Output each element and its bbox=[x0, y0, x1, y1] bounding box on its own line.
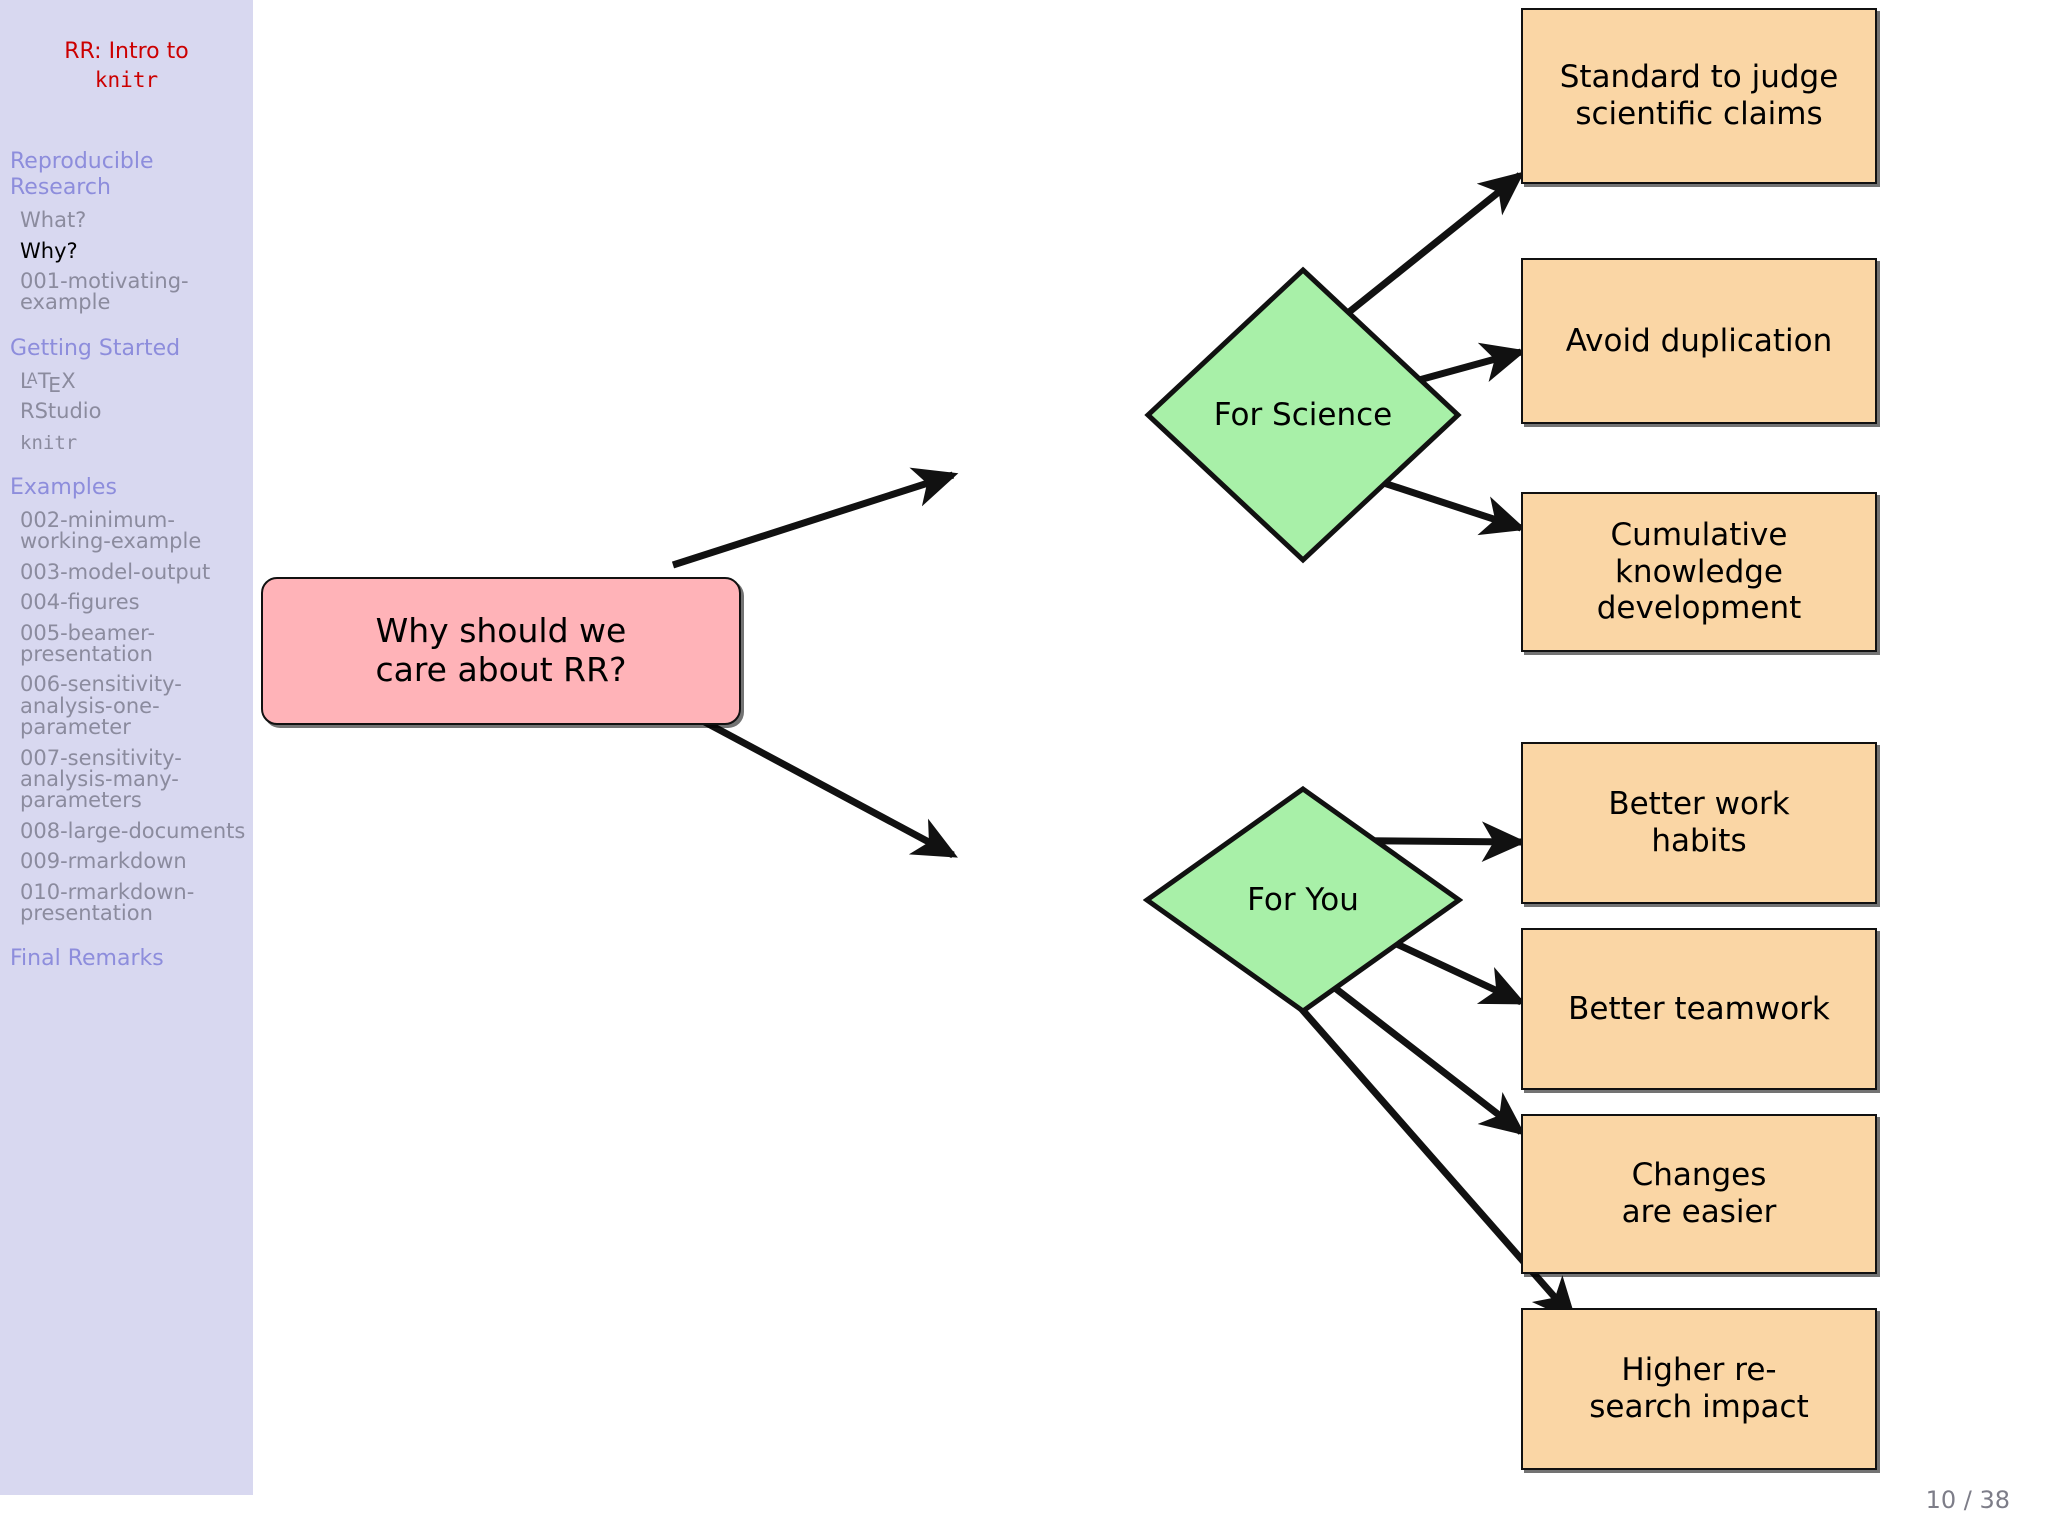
presentation-title-line1: RR: Intro to bbox=[64, 39, 189, 64]
node-changes-are-easier[interactable]: Changes are easier bbox=[1521, 1114, 1877, 1274]
node-for-science[interactable]: For Science bbox=[1143, 265, 1463, 565]
node-higher-research-impact[interactable]: Higher re- search impact bbox=[1521, 1308, 1877, 1470]
slide-canvas: Why should we care about RR? For Science… bbox=[253, 0, 2048, 1536]
presentation-title-knitr: knitr bbox=[94, 68, 159, 93]
node-avoid-duplication[interactable]: Avoid duplication bbox=[1521, 258, 1877, 424]
sidebar-item-knitr-label: knitr bbox=[20, 431, 78, 454]
sidebar-item-010-rmarkdown-presentation[interactable]: 010-rmarkdown-presentation bbox=[20, 879, 195, 926]
page-number: 10 / 38 bbox=[1925, 1486, 2010, 1514]
node-standard-to-judge-scientific-claims[interactable]: Standard to judge scientific claims bbox=[1521, 8, 1877, 184]
sidebar-item-006-sensitivity-analysis-one-parameter[interactable]: 006-sensitivity-analysis-one-parameter bbox=[20, 672, 182, 740]
sidebar: RR: Intro to knitr Reproducible Research… bbox=[0, 0, 253, 1495]
sidebar-item-what[interactable]: What? bbox=[20, 208, 87, 233]
node-better-work-habits[interactable]: Better work habits bbox=[1521, 742, 1877, 904]
sidebar-item-003-model-output[interactable]: 003-model-output bbox=[20, 559, 211, 584]
latex-logo-icon: LATEX bbox=[20, 368, 76, 397]
diamond-shape-for-science bbox=[1144, 266, 1462, 564]
sidebar-item-latex[interactable]: LATEX bbox=[0, 368, 253, 397]
node-for-science-label: For Science bbox=[1213, 396, 1393, 433]
sidebar-section-examples[interactable]: Examples bbox=[10, 475, 117, 500]
node-avoid-duplication-label: Avoid duplication bbox=[1565, 322, 1833, 359]
node-better-work-habits-label: Better work habits bbox=[1608, 786, 1790, 859]
node-higher-research-impact-label: Higher re- search impact bbox=[1589, 1352, 1809, 1425]
sidebar-item-001-motivating-example[interactable]: 001-motivating-example bbox=[20, 269, 189, 315]
sidebar-item-002-minimum-working-example[interactable]: 002-minimum-working-example bbox=[20, 507, 202, 554]
node-for-you[interactable]: For You bbox=[1143, 785, 1463, 1015]
node-better-teamwork-label: Better teamwork bbox=[1568, 990, 1830, 1027]
node-better-teamwork[interactable]: Better teamwork bbox=[1521, 928, 1877, 1090]
sidebar-item-007-sensitivity-analysis-many-parameters[interactable]: 007-sensitivity-analysis-many-parameters bbox=[20, 745, 182, 813]
edge-root-to-for-you bbox=[671, 701, 958, 859]
sidebar-section-reproducible-research[interactable]: Reproducible Research bbox=[10, 149, 154, 201]
diamond-shape-for-you bbox=[1143, 785, 1463, 1015]
node-for-you-label: For You bbox=[1247, 881, 1359, 918]
sidebar-section-getting-started[interactable]: Getting Started bbox=[10, 335, 181, 361]
node-cumulative-knowledge-development-label: Cumulative knowledge development bbox=[1596, 517, 1802, 627]
node-why-care-about-rr[interactable]: Why should we care about RR? bbox=[261, 577, 741, 725]
node-standard-to-judge-scientific-claims-label: Standard to judge scientific claims bbox=[1559, 59, 1839, 132]
sidebar-item-008-large-documents[interactable]: 008-large-documents bbox=[20, 818, 246, 843]
node-changes-are-easier-label: Changes are easier bbox=[1621, 1157, 1777, 1230]
node-cumulative-knowledge-development[interactable]: Cumulative knowledge development bbox=[1521, 492, 1877, 652]
sidebar-item-009-rmarkdown[interactable]: 009-rmarkdown bbox=[20, 849, 187, 874]
sidebar-item-knitr[interactable]: knitr bbox=[0, 432, 253, 453]
sidebar-item-005-beamer-presentation[interactable]: 005-beamer-presentation bbox=[20, 620, 156, 666]
sidebar-item-004-figures[interactable]: 004-figures bbox=[20, 590, 140, 615]
sidebar-item-why[interactable]: Why? bbox=[20, 238, 78, 263]
sidebar-item-rstudio[interactable]: RStudio bbox=[20, 399, 102, 424]
node-why-care-about-rr-label: Why should we care about RR? bbox=[375, 611, 627, 689]
sidebar-section-final-remarks[interactable]: Final Remarks bbox=[10, 946, 164, 972]
edge-root-to-for-science bbox=[671, 467, 959, 569]
presentation-title: RR: Intro to knitr bbox=[0, 0, 253, 93]
